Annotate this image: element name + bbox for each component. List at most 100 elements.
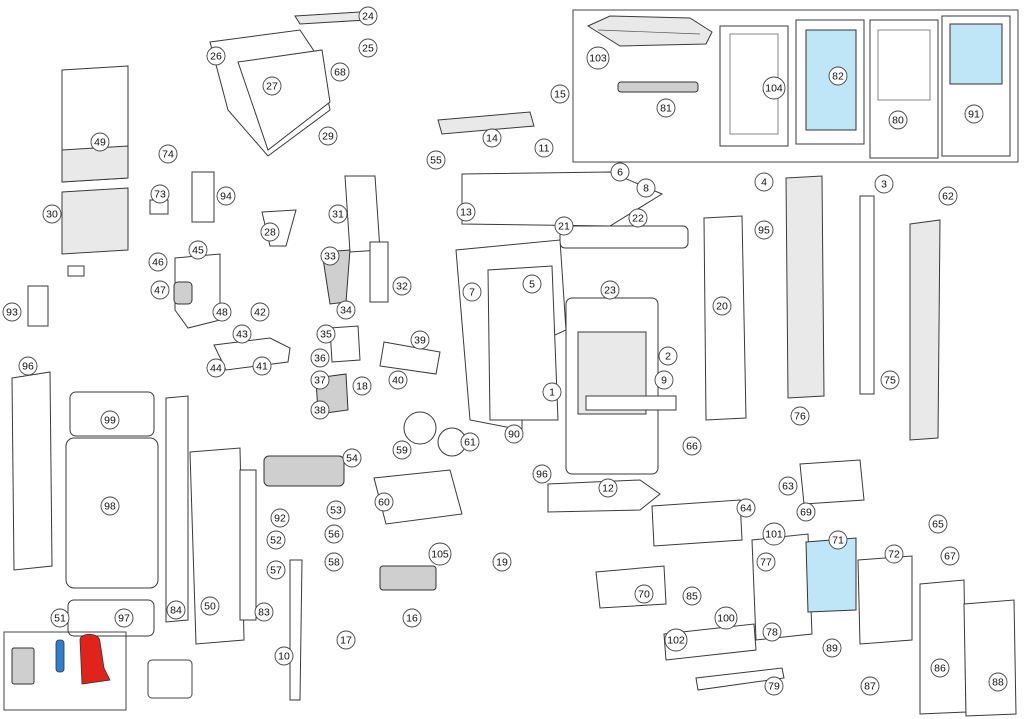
part-79-door bbox=[963, 599, 1017, 717]
callout-34: 34 bbox=[336, 300, 356, 320]
part-95-profile bbox=[909, 219, 941, 441]
callout-circle bbox=[654, 370, 674, 390]
callout-circle bbox=[600, 280, 620, 300]
part-84-rail bbox=[165, 395, 189, 623]
callout-circle bbox=[428, 542, 452, 566]
callout-circle bbox=[598, 478, 618, 498]
callout-circle bbox=[392, 440, 412, 460]
callout-label: 12 bbox=[602, 483, 614, 495]
callout-circle bbox=[358, 38, 378, 58]
callout-88: 88 bbox=[988, 672, 1008, 692]
callout-circle bbox=[320, 246, 340, 266]
part-89-top-plate bbox=[586, 15, 713, 47]
inset-frame bbox=[572, 9, 1019, 163]
callout-17: 17 bbox=[336, 630, 356, 650]
callout-label: 96 bbox=[22, 361, 34, 373]
part-56-ring bbox=[403, 411, 437, 445]
callout-circle bbox=[554, 216, 574, 236]
callout-50: 50 bbox=[200, 596, 220, 616]
callout-label: 97 bbox=[118, 613, 130, 625]
callout-label: 56 bbox=[328, 529, 340, 541]
callout-label: 2 bbox=[665, 351, 671, 363]
callout-label: 6 bbox=[617, 167, 623, 179]
callout-circle bbox=[206, 358, 226, 378]
callout-104: 104 bbox=[762, 76, 786, 100]
part-10-strip bbox=[289, 559, 303, 701]
callout-circle bbox=[636, 178, 656, 198]
callout-label: 32 bbox=[396, 281, 408, 293]
callout-label: 36 bbox=[314, 353, 326, 365]
callout-25: 25 bbox=[358, 38, 378, 58]
callout-78: 78 bbox=[762, 622, 782, 642]
callout-97: 97 bbox=[114, 608, 134, 628]
callout-64: 64 bbox=[736, 498, 756, 518]
callout-circle bbox=[796, 502, 816, 522]
callout-label: 68 bbox=[334, 67, 346, 79]
callout-label: 58 bbox=[328, 557, 340, 569]
callout-circle bbox=[764, 676, 784, 696]
part-80-glove bbox=[79, 633, 111, 685]
callout-2: 2 bbox=[658, 346, 678, 366]
callout-label: 98 bbox=[104, 501, 116, 513]
callout-27: 27 bbox=[262, 76, 282, 96]
callout-circle bbox=[656, 98, 676, 118]
part-96-side-panel bbox=[11, 371, 53, 571]
callout-circle bbox=[358, 6, 378, 26]
callout-circle bbox=[532, 464, 552, 484]
upper-left-assembly bbox=[27, 11, 441, 415]
callout-61: 61 bbox=[460, 432, 480, 452]
callout-circle bbox=[402, 608, 422, 628]
callout-label: 75 bbox=[884, 375, 896, 387]
callout-100: 100 bbox=[714, 606, 738, 630]
callout-86: 86 bbox=[930, 658, 950, 678]
callout-label: 45 bbox=[192, 245, 204, 257]
part-50-side bbox=[189, 447, 245, 645]
part-24-grate bbox=[294, 11, 367, 25]
callout-94: 94 bbox=[216, 186, 236, 206]
callout-label: 54 bbox=[346, 453, 358, 465]
part-64-door-frame bbox=[751, 533, 813, 641]
callout-label: 91 bbox=[968, 109, 980, 121]
callout-38: 38 bbox=[310, 400, 330, 420]
callout-label: 62 bbox=[942, 191, 954, 203]
callout-label: 65 bbox=[932, 519, 944, 531]
callout-63: 63 bbox=[778, 476, 798, 496]
part-21-panel bbox=[487, 265, 559, 421]
callout-label: 52 bbox=[270, 535, 282, 547]
callout-label: 51 bbox=[54, 613, 66, 625]
callout-circle bbox=[410, 330, 430, 350]
callout-circle bbox=[250, 302, 270, 322]
callout-circle bbox=[310, 400, 330, 420]
callout-circle bbox=[828, 530, 848, 550]
callout-circle bbox=[374, 492, 394, 512]
callout-circle bbox=[310, 370, 330, 390]
callout-label: 30 bbox=[46, 209, 58, 221]
callout-label: 3 bbox=[881, 179, 887, 191]
callout-13: 13 bbox=[456, 202, 476, 222]
part-85-rail bbox=[695, 667, 785, 691]
callout-label: 14 bbox=[486, 133, 498, 145]
callout-76: 76 bbox=[790, 406, 810, 426]
callout-label: 7 bbox=[469, 287, 475, 299]
callout-circle bbox=[658, 346, 678, 366]
callout-label: 37 bbox=[314, 375, 326, 387]
callout-label: 11 bbox=[539, 143, 550, 155]
callout-20: 20 bbox=[712, 296, 732, 316]
callout-24: 24 bbox=[358, 6, 378, 26]
callout-label: 95 bbox=[758, 225, 770, 237]
callout-39: 39 bbox=[410, 330, 430, 350]
callout-circle bbox=[158, 144, 178, 164]
callout-label: 53 bbox=[330, 505, 342, 517]
callout-circle bbox=[18, 356, 38, 376]
callout-label: 5 bbox=[529, 279, 535, 291]
part-36-plate bbox=[329, 325, 361, 363]
callout-circle bbox=[964, 104, 984, 124]
callout-label: 86 bbox=[934, 663, 946, 675]
callout-57: 57 bbox=[266, 560, 286, 580]
callout-circle bbox=[324, 552, 344, 572]
callout-89: 89 bbox=[822, 638, 842, 658]
callout-81: 81 bbox=[656, 98, 676, 118]
callout-circle bbox=[388, 370, 408, 390]
callout-circle bbox=[216, 186, 236, 206]
callout-label: 50 bbox=[204, 601, 216, 613]
